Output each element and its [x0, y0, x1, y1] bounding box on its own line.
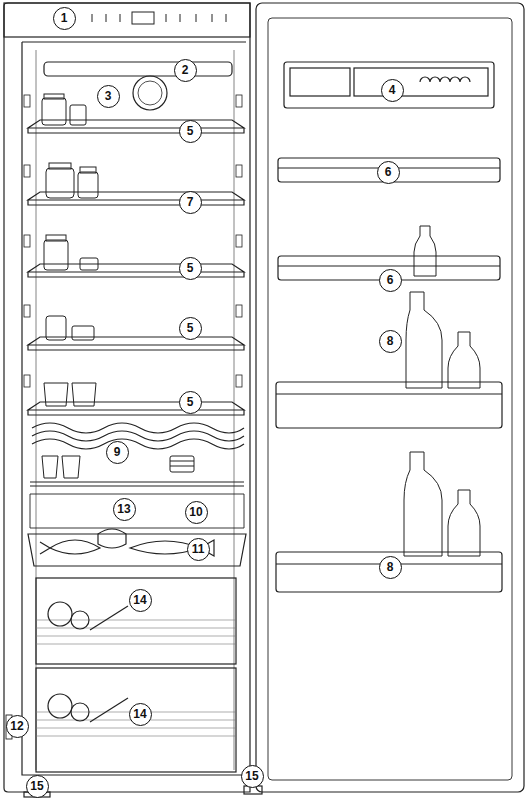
- callout-number: 7: [179, 191, 202, 214]
- callout-number: 11: [187, 538, 210, 561]
- callout-number: 10: [185, 501, 208, 524]
- interior-light: [44, 62, 232, 76]
- callout-number: 4: [381, 79, 404, 102]
- callout-number: 5: [179, 257, 202, 280]
- callout-number: 2: [174, 59, 197, 82]
- cabinet-outline: [4, 3, 250, 792]
- food-items: [42, 94, 194, 478]
- door-bins: [276, 62, 502, 592]
- callout-number: 5: [179, 317, 202, 340]
- bottle-rack: [30, 423, 244, 486]
- control-panel: [4, 3, 250, 37]
- door-liner: [268, 18, 512, 780]
- crisper-drawers: [36, 578, 236, 772]
- callout-number: 12: [6, 715, 29, 738]
- callout-number: 5: [179, 120, 202, 143]
- glass-shelves: [28, 120, 244, 415]
- fish-tray: [28, 529, 246, 566]
- shelf-supports: [24, 95, 242, 387]
- callout-number: 15: [241, 765, 264, 788]
- callout-number: 9: [106, 441, 129, 464]
- callout-number: 13: [113, 498, 136, 521]
- callout-number: 3: [97, 85, 120, 108]
- callout-number: 1: [53, 7, 76, 30]
- glass-plate: [30, 494, 244, 528]
- callout-number: 8: [379, 556, 402, 579]
- bottles: [404, 226, 480, 556]
- control-icons: [92, 12, 226, 24]
- callout-number: 15: [26, 775, 49, 798]
- fan: [133, 76, 167, 110]
- callout-number: 14: [129, 589, 152, 612]
- door-outline: [256, 3, 524, 792]
- callout-number: 8: [379, 330, 402, 353]
- interior-liner: [22, 42, 246, 775]
- callout-number: 14: [129, 703, 152, 726]
- callout-number: 5: [179, 391, 202, 414]
- callout-number: 6: [379, 269, 402, 292]
- callout-number: 6: [377, 161, 400, 184]
